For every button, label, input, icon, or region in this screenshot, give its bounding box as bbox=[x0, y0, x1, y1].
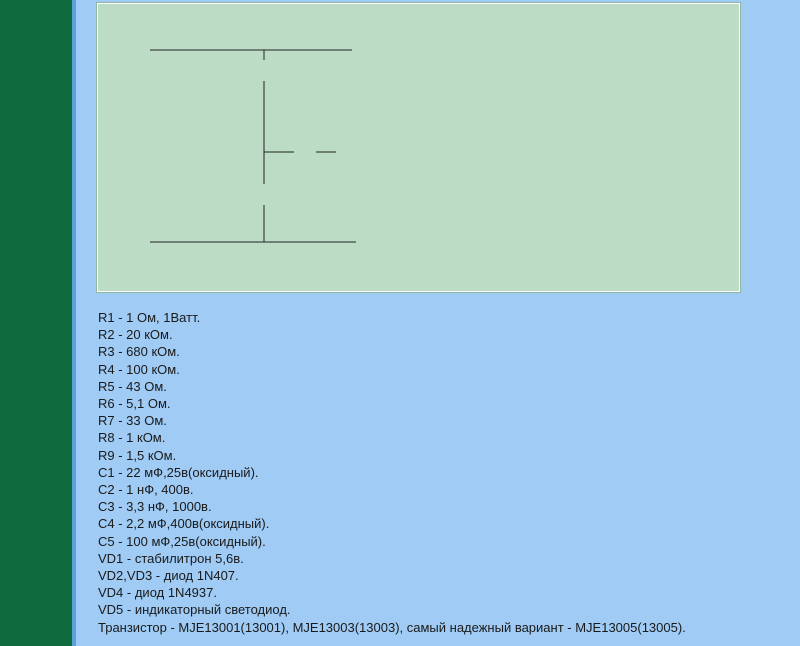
sidebar-edge bbox=[72, 0, 76, 646]
schematic-diagram bbox=[97, 3, 740, 292]
list-item: C4 - 2,2 мФ,400в(оксидный). bbox=[98, 516, 270, 532]
parts-list: R1 - 1 Ом, 1Ватт. R2 - 20 кОм. R3 - 680 … bbox=[98, 309, 686, 636]
list-item: R4 - 100 кОм. bbox=[98, 361, 180, 377]
wires bbox=[150, 49, 356, 243]
list-item: R1 - 1 Ом, 1Ватт. bbox=[98, 310, 201, 325]
list-item: C3 - 3,3 нФ, 1000в. bbox=[98, 499, 212, 515]
list-item: R5 - 43 Ом. bbox=[98, 378, 167, 394]
list-item: C2 - 1 нФ, 400в. bbox=[98, 482, 194, 498]
list-item: VD5 - индикаторный светодиод. bbox=[98, 602, 291, 618]
list-item: R3 - 680 кОм. bbox=[98, 344, 180, 360]
list-item: VD4 - диод 1N4937. bbox=[98, 585, 217, 601]
list-item: R7 - 33 Ом. bbox=[98, 413, 167, 429]
list-item: C5 - 100 мФ,25в(оксидный). bbox=[98, 533, 266, 549]
list-item: R2 - 20 кОм. bbox=[98, 327, 173, 343]
list-item: R9 - 1,5 кОм. bbox=[98, 447, 177, 463]
list-item: R6 - 5,1 Ом. bbox=[98, 396, 171, 412]
list-item: R8 - 1 кОм. bbox=[98, 430, 166, 446]
list-item: VD1 - стабилитрон 5,6в. bbox=[98, 550, 244, 566]
circuit-schematic bbox=[150, 49, 356, 243]
list-item: C1 - 22 мФ,25в(оксидный). bbox=[98, 464, 259, 480]
list-item: Транзистор - MJE13001(13001), MJE13003(1… bbox=[98, 619, 686, 635]
list-item: VD2,VD3 - диод 1N407. bbox=[98, 568, 239, 584]
left-sidebar-strip bbox=[0, 0, 72, 646]
